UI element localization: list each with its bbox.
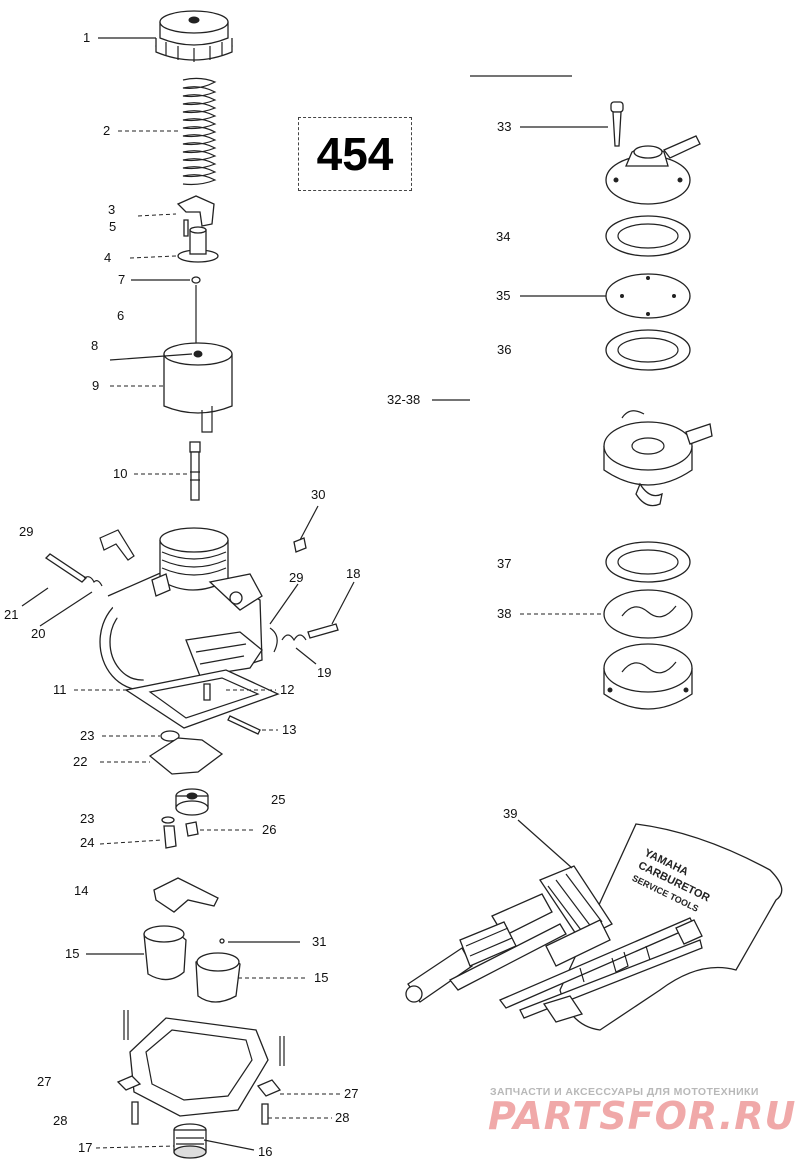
part-float-right xyxy=(195,952,241,1003)
callout-label: 23 xyxy=(80,811,95,826)
diagram-number-badge: 454 xyxy=(298,117,412,191)
part-washer-lower xyxy=(161,816,175,824)
part-needle-jet xyxy=(189,441,201,501)
callout-label: 15 xyxy=(65,946,80,961)
callout-label: 32-38 xyxy=(387,392,421,407)
part-main-jet-holder xyxy=(203,683,211,701)
callout-label: 22 xyxy=(73,754,88,769)
part-pump-gasket-2 xyxy=(605,329,691,371)
part-air-screw xyxy=(293,537,307,553)
part-bowl-screw-left xyxy=(131,1101,139,1125)
part-throttle-stop-screw xyxy=(44,553,103,587)
part-pump-cover-top xyxy=(605,135,701,205)
leader-lines xyxy=(21,37,608,1151)
callout-label: 9 xyxy=(92,378,100,393)
callout-label: 33 xyxy=(497,119,512,134)
callout-label: 35 xyxy=(496,288,511,303)
callout-label: 20 xyxy=(31,626,46,641)
part-pump-screw xyxy=(610,101,624,147)
part-needle-holder xyxy=(177,226,219,263)
callout-label: 1 xyxy=(83,30,91,45)
part-pump-body xyxy=(603,410,713,507)
callout-label: 10 xyxy=(113,466,128,481)
callout-label: 7 xyxy=(118,272,126,287)
callout-label: 16 xyxy=(258,1144,273,1159)
callout-label: 11 xyxy=(53,682,67,697)
callout-label: 23 xyxy=(80,728,95,743)
part-bowl-screw-right xyxy=(261,1103,269,1125)
callout-label: 28 xyxy=(53,1113,68,1128)
callout-label: 24 xyxy=(80,835,95,850)
part-washer-upper xyxy=(160,730,180,742)
part-spring xyxy=(182,77,217,186)
callout-label: 4 xyxy=(104,250,112,265)
part-o-ring xyxy=(269,627,278,653)
callout-label: 19 xyxy=(317,665,332,680)
callout-label: 39 xyxy=(503,806,518,821)
callout-label: 8 xyxy=(91,338,99,353)
callout-label: 2 xyxy=(103,123,111,138)
part-pump-gasket-3 xyxy=(605,541,691,583)
callout-label: 13 xyxy=(282,722,297,737)
part-pump-gasket-1 xyxy=(605,215,691,257)
part-float-pin xyxy=(227,715,261,735)
callout-label: 26 xyxy=(262,822,277,837)
part-needle-valve-seat xyxy=(175,788,209,816)
callout-label: 17 xyxy=(78,1140,93,1155)
part-float-arm xyxy=(153,877,219,913)
part-washer xyxy=(191,276,201,284)
callout-label: 29 xyxy=(19,524,34,539)
callout-label: 38 xyxy=(497,606,512,621)
part-carburetor-body xyxy=(99,527,263,691)
callout-label: 14 xyxy=(74,883,89,898)
part-pump-base xyxy=(603,643,693,710)
watermark-site: PARTSFOR.RU xyxy=(488,1094,797,1138)
part-drain-plug xyxy=(173,1123,207,1159)
callout-label: 31 xyxy=(312,934,327,949)
part-cap xyxy=(155,10,233,62)
part-float-pin-small xyxy=(219,938,225,944)
callout-label: 37 xyxy=(497,556,512,571)
callout-label: 27 xyxy=(37,1074,52,1089)
callout-label: 29 xyxy=(289,570,304,585)
callout-label: 6 xyxy=(117,308,125,323)
part-pump-diaphragm xyxy=(605,273,691,319)
watermark-tagline: ЗАПЧАСТИ И АКСЕССУАРЫ ДЛЯ МОТОТЕХНИКИ xyxy=(490,1086,759,1098)
callout-label: 25 xyxy=(271,792,286,807)
part-float-left xyxy=(143,925,187,981)
part-pilot-screw xyxy=(281,623,339,642)
callout-label: 30 xyxy=(311,487,326,502)
callout-label: 36 xyxy=(497,342,512,357)
part-pump-valve-diaphragm xyxy=(603,589,693,639)
part-baffle-plate xyxy=(148,737,224,775)
callout-label: 34 xyxy=(496,229,511,244)
callout-label: 3 xyxy=(108,202,116,217)
part-pilot-jet xyxy=(185,821,199,837)
part-main-jet xyxy=(163,825,177,849)
part-tool-kit xyxy=(405,823,783,1031)
part-needle-clip xyxy=(183,219,189,237)
callout-label: 27 xyxy=(344,1086,359,1101)
callout-label: 12 xyxy=(280,682,295,697)
callout-label: 15 xyxy=(314,970,329,985)
part-float-gasket xyxy=(124,669,280,729)
callout-label: 5 xyxy=(109,219,117,234)
part-throttle-valve xyxy=(163,342,233,433)
part-bowl-clip-right xyxy=(256,1079,282,1097)
part-float-bowl xyxy=(123,1010,285,1117)
callout-label: 28 xyxy=(335,1110,350,1125)
callout-label: 21 xyxy=(4,607,19,622)
callout-label: 18 xyxy=(346,566,361,581)
part-bowl-clip-left xyxy=(116,1075,142,1091)
part-clip xyxy=(176,195,215,227)
